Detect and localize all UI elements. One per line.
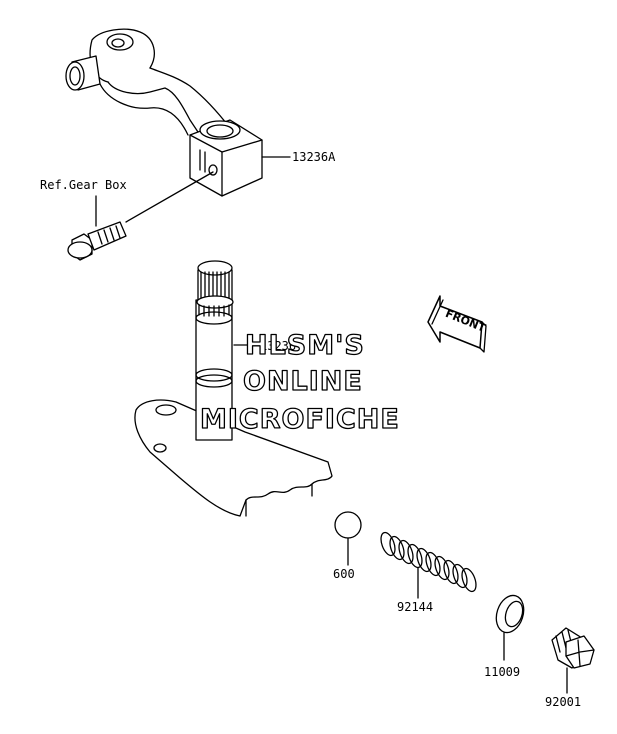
shift-lever (65, 28, 263, 197)
label-13236: 13236 (260, 339, 296, 353)
flange-bolt (67, 171, 214, 261)
label-11009: 11009 (484, 665, 520, 679)
shift-shaft (134, 260, 333, 517)
watermark-line-3: MICROFICHE (200, 404, 400, 435)
washer (495, 594, 525, 634)
label-92001: 92001 (545, 695, 581, 709)
label-600: 600 (333, 567, 355, 581)
watermark: HLSM'S ONLINE MICROFICHE (199, 329, 400, 435)
watermark-line-2: ONLINE (243, 366, 363, 397)
steel-ball (334, 511, 362, 539)
drain-plug (551, 627, 595, 669)
label-ref-gear-box: Ref.Gear Box (40, 178, 127, 192)
label-92144: 92144 (397, 600, 433, 614)
watermark-line-1: HLSM'S (245, 330, 365, 361)
leader-bolt-to-lever (125, 171, 214, 223)
coil-spring (380, 531, 477, 593)
label-13236A: 13236A (292, 150, 336, 164)
front-arrow: FRONT (427, 295, 488, 353)
